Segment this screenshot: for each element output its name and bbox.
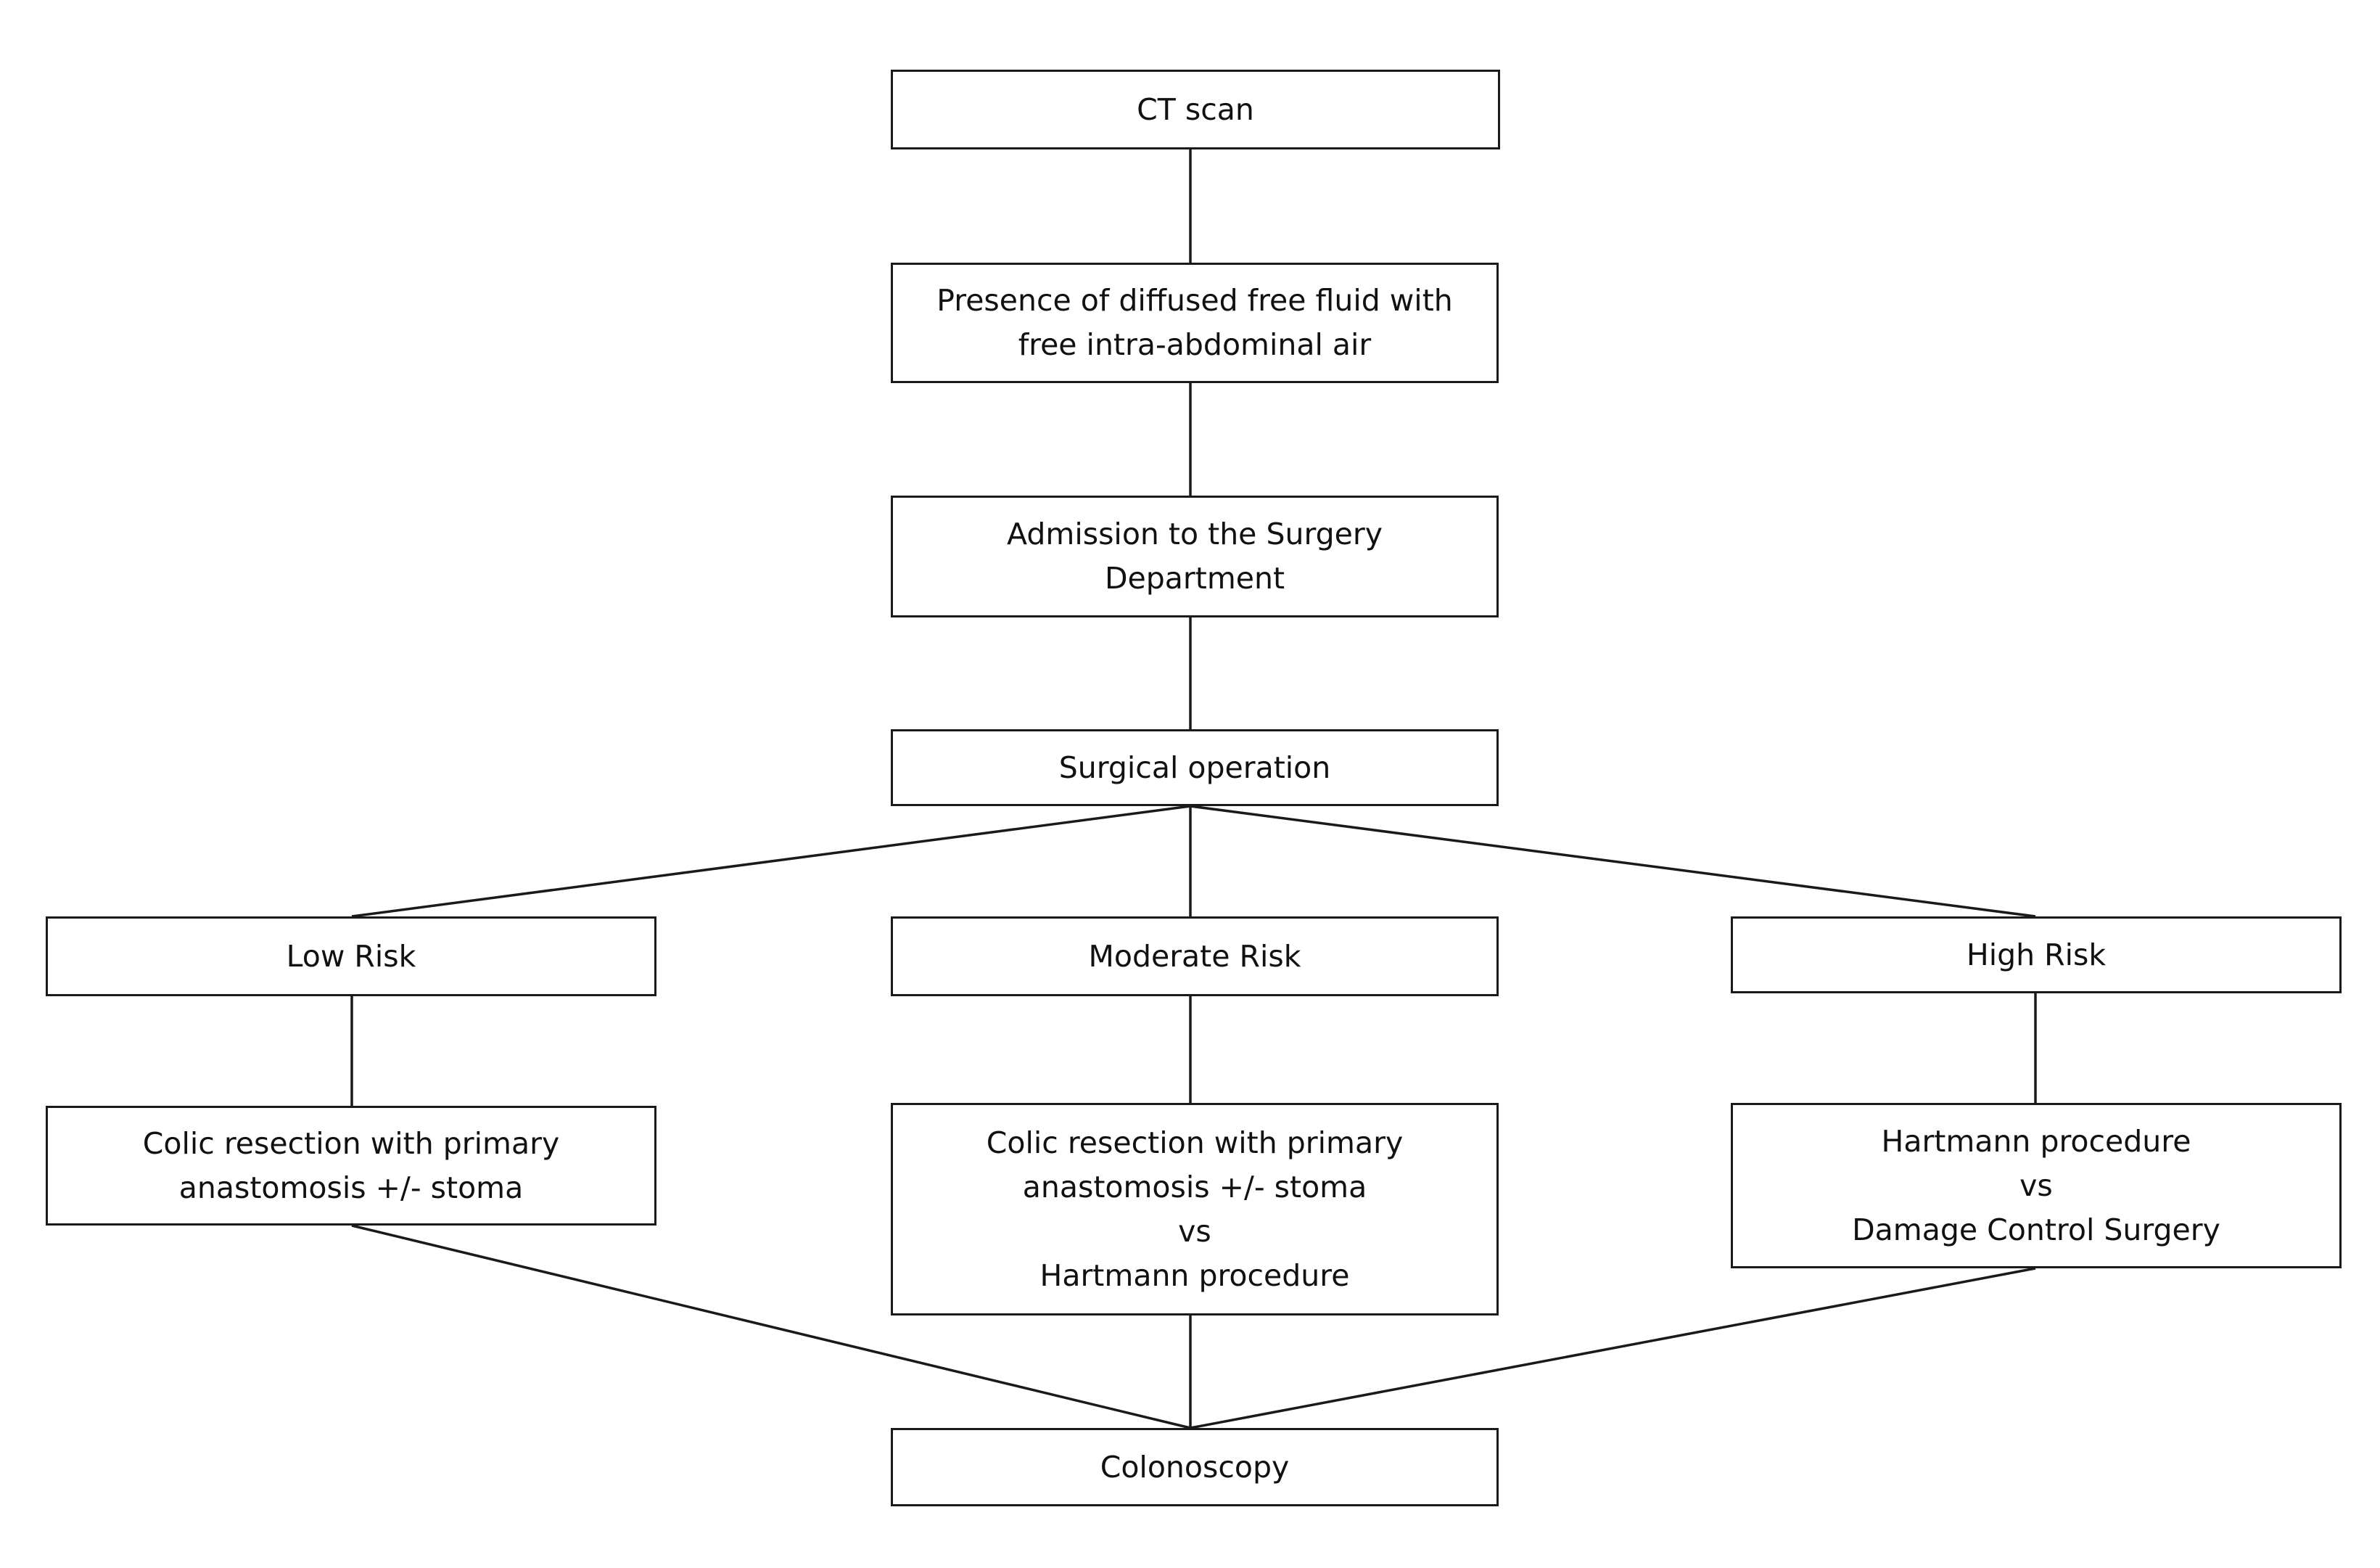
node-low-risk: Low Risk	[46, 916, 656, 996]
node-free-fluid: Presence of diffused free fluid with fre…	[891, 263, 1499, 383]
edge-low-treatment-to-colonoscopy	[351, 1224, 1191, 1429]
node-moderate-risk: Moderate Risk	[891, 916, 1499, 996]
edge-surgery-to-high	[1190, 805, 2036, 918]
node-ct-scan: CT scan	[891, 70, 1500, 149]
edge-surgery-to-low	[351, 805, 1191, 918]
node-colonoscopy-label: Colonoscopy	[1100, 1449, 1290, 1485]
node-admission-label: Admission to the Surgery Department	[1007, 517, 1383, 596]
node-ct-scan-label: CT scan	[1137, 91, 1254, 127]
edge-high-treatment-to-colonoscopy	[1190, 1267, 2036, 1429]
node-high-risk-label: High Risk	[1966, 937, 2107, 972]
node-moderate-treatment-label: Colic resection with primary anastomosis…	[986, 1125, 1404, 1293]
node-surgical-operation-label: Surgical operation	[1058, 750, 1331, 785]
node-low-treatment: Colic resection with primary anastomosis…	[46, 1106, 656, 1226]
node-moderate-treatment: Colic resection with primary anastomosis…	[891, 1103, 1499, 1315]
node-admission: Admission to the Surgery Department	[891, 496, 1499, 617]
node-high-risk: High Risk	[1731, 916, 2342, 993]
node-free-fluid-label: Presence of diffused free fluid with fre…	[936, 283, 1453, 362]
node-low-risk-label: Low Risk	[286, 938, 416, 974]
node-high-treatment: Hartmann procedure vs Damage Control Sur…	[1731, 1103, 2342, 1268]
node-moderate-risk-label: Moderate Risk	[1088, 938, 1301, 974]
node-surgical-operation: Surgical operation	[891, 729, 1499, 806]
node-high-treatment-label: Hartmann procedure vs Damage Control Sur…	[1852, 1123, 2220, 1247]
node-low-treatment-label: Colic resection with primary anastomosis…	[142, 1125, 560, 1205]
node-colonoscopy: Colonoscopy	[891, 1428, 1499, 1506]
